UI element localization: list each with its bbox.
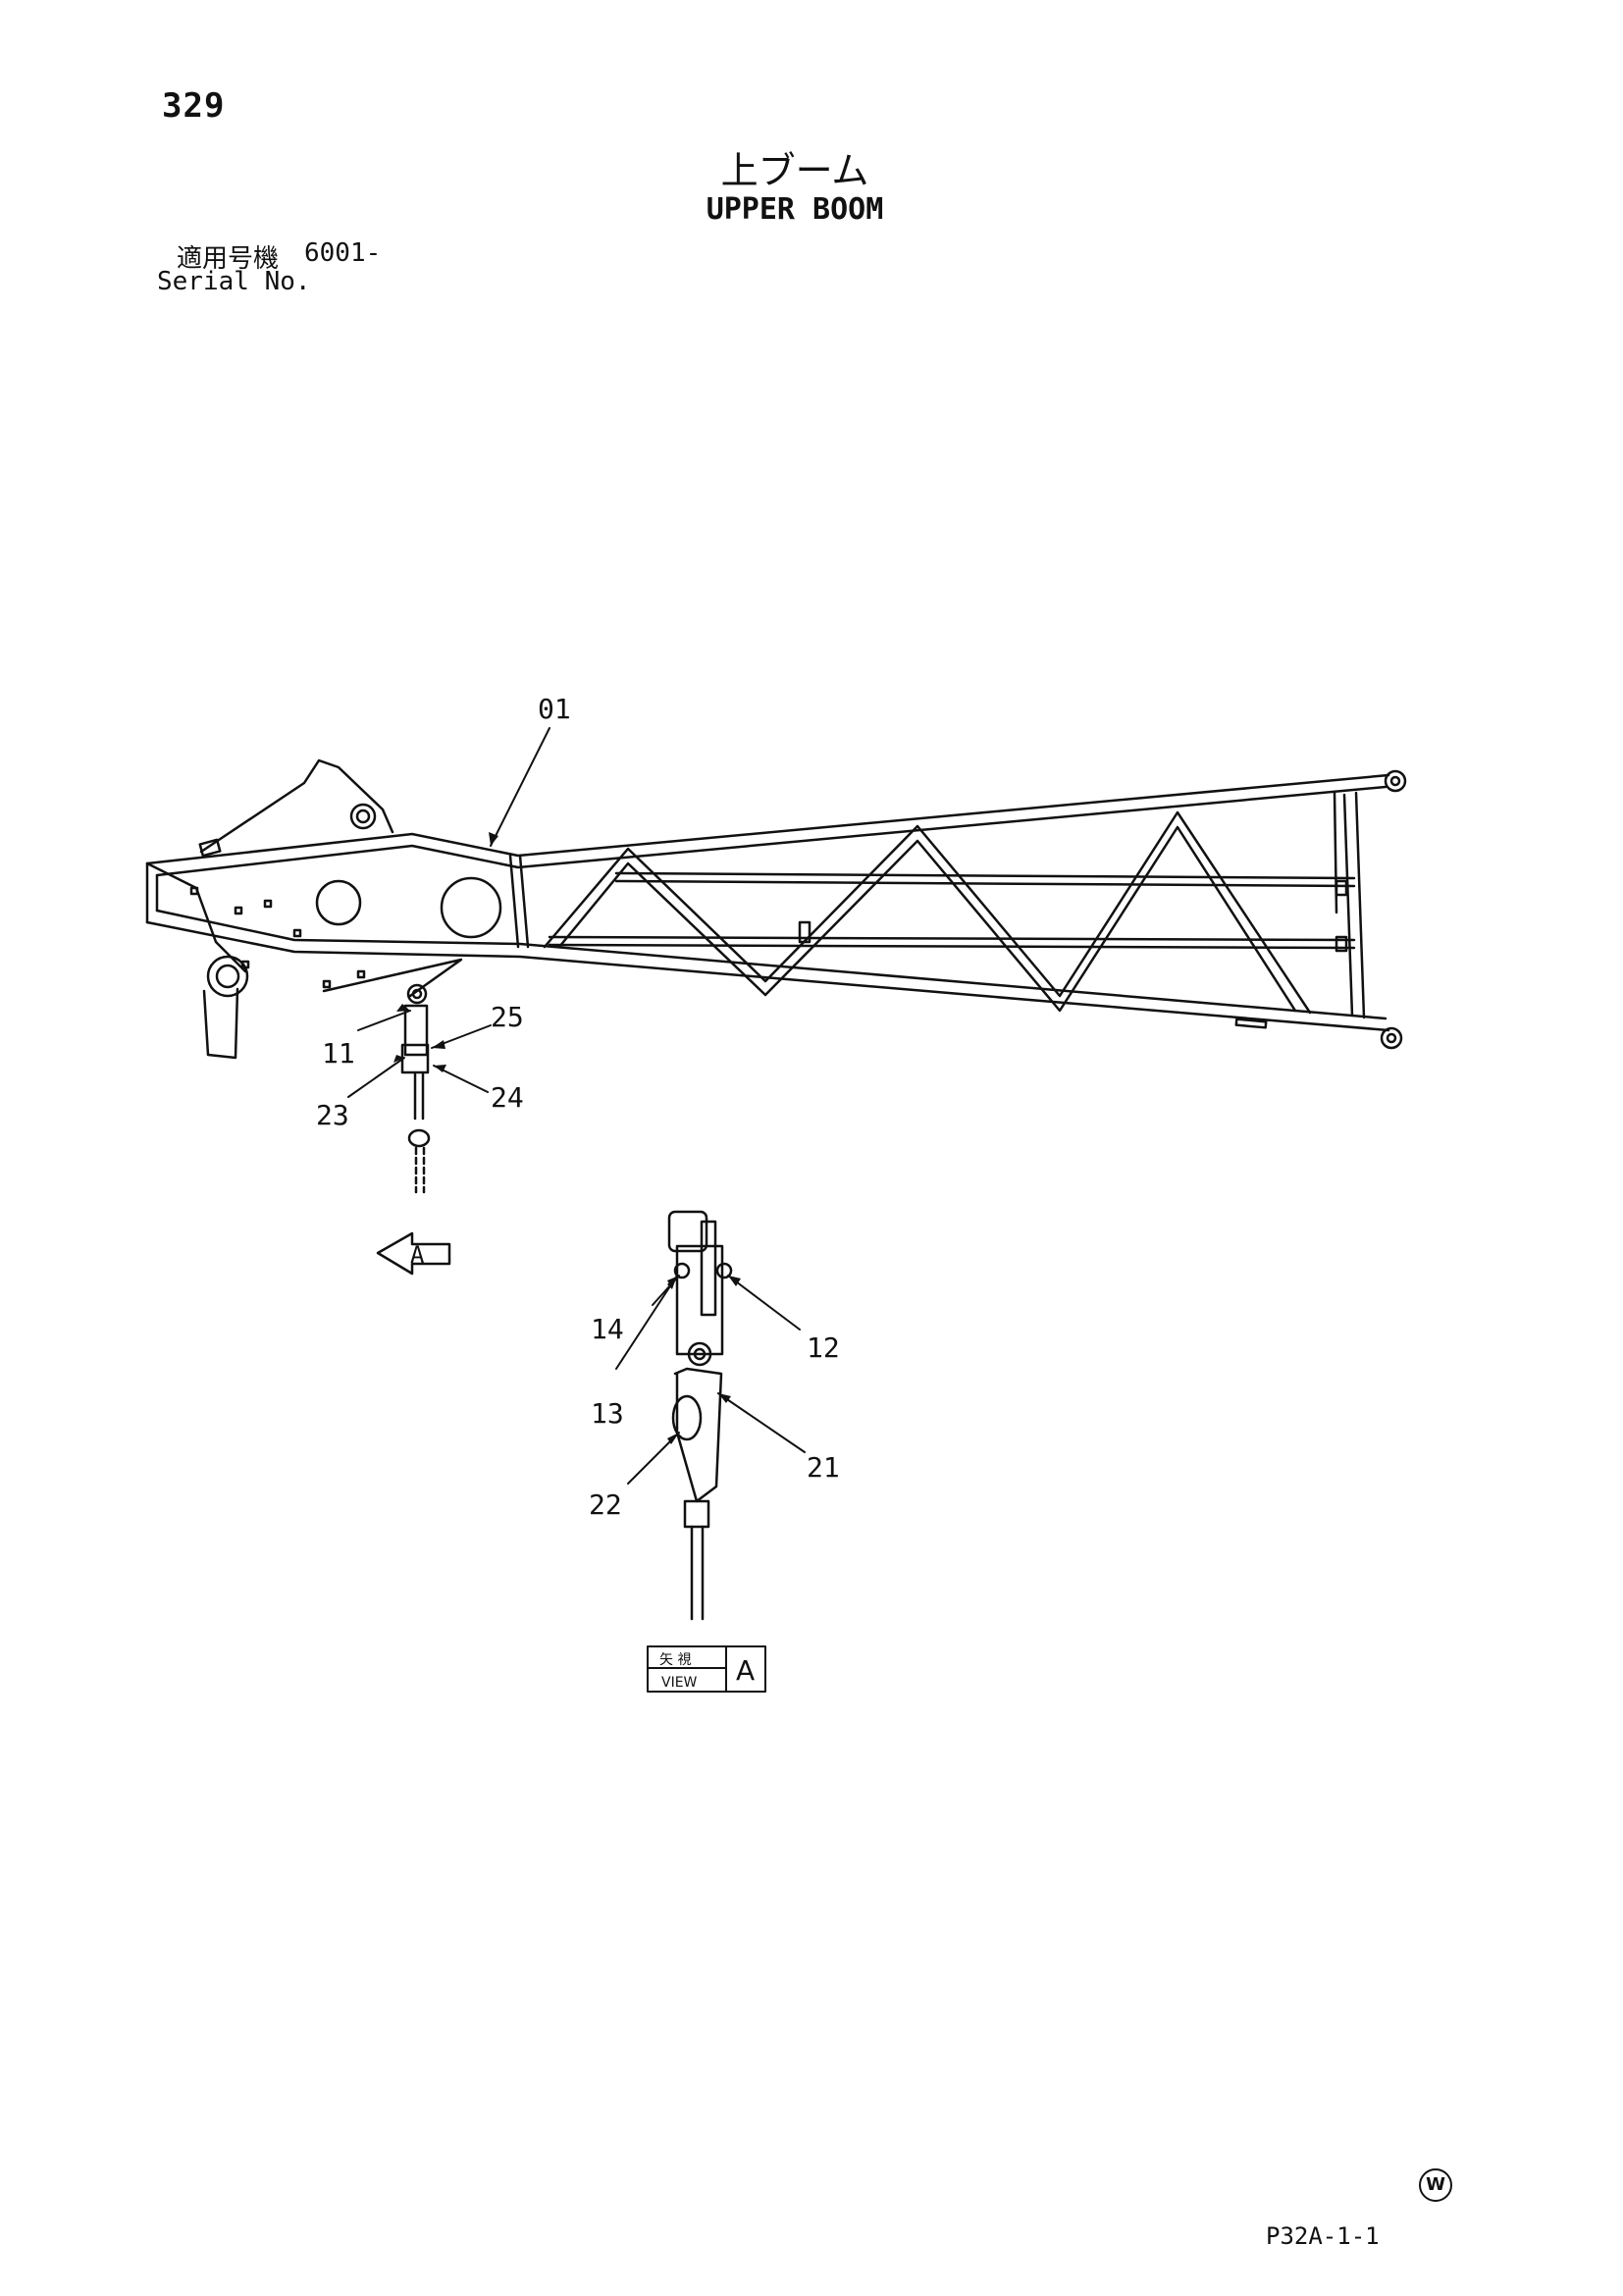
callout-14: 14 — [591, 1313, 624, 1345]
callout-01: 01 — [538, 693, 571, 725]
callout-24: 24 — [491, 1081, 524, 1114]
page-number: 329 — [162, 86, 226, 126]
callout-12: 12 — [807, 1331, 840, 1364]
drawing-code: P32A-1-1 — [1266, 2222, 1380, 2250]
w-mark-symbol: W — [1419, 2168, 1452, 2202]
callout-22: 22 — [589, 1488, 622, 1521]
view-a-box — [647, 1645, 766, 1693]
page-title-japanese: 上ブーム — [720, 149, 869, 192]
view-box-letter: A — [736, 1654, 755, 1687]
suspension-link-main — [400, 983, 431, 1194]
view-box-english: VIEW — [661, 1675, 698, 1691]
leader-lines — [347, 727, 806, 1485]
callout-11: 11 — [322, 1037, 355, 1070]
serial-number-value: 6001- — [304, 238, 382, 268]
view-arrow-letter: A — [410, 1241, 425, 1269]
callout-21: 21 — [807, 1451, 840, 1484]
callout-25: 25 — [491, 1001, 524, 1033]
leader-arrowheads — [393, 832, 741, 1444]
view-a-arrow — [376, 1231, 451, 1276]
callout-13: 13 — [591, 1397, 624, 1430]
serial-label-japanese: 適用号機 — [177, 244, 280, 274]
serial-label-english: Serial No. — [157, 267, 311, 296]
view-box-japanese: 矢 視 — [659, 1652, 691, 1668]
boom-body — [145, 758, 1407, 1060]
view-a-detail — [667, 1210, 733, 1621]
page-title-english: UPPER BOOM — [706, 192, 884, 227]
callout-23: 23 — [316, 1099, 349, 1131]
